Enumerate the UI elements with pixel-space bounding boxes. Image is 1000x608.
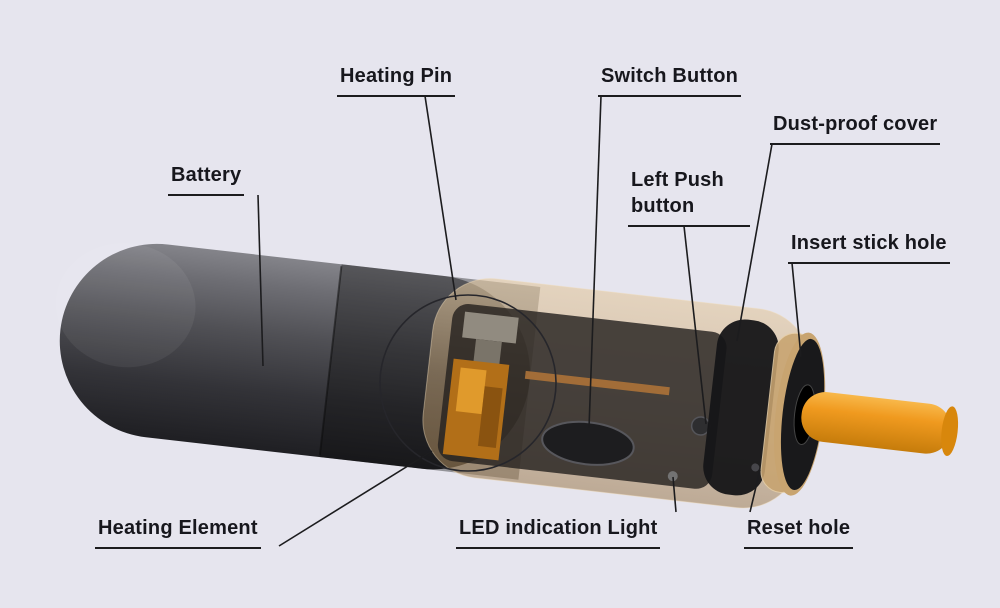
label-heating-pin: Heating Pin xyxy=(337,63,456,97)
switch-button-part xyxy=(541,420,635,466)
inner-cavity xyxy=(437,303,727,489)
leader-led-indication-light xyxy=(672,476,677,513)
heated-tobacco-device xyxy=(55,243,959,509)
label-heating-element: Heating Element xyxy=(95,515,261,549)
battery-body xyxy=(59,243,530,470)
leader-insert-stick-hole xyxy=(791,262,802,358)
body-seam xyxy=(318,266,343,456)
leader-heating-pin xyxy=(424,95,457,301)
cutaway-circle xyxy=(379,294,557,472)
leader-dust-proof-cover xyxy=(736,143,773,342)
label-switch-button: Switch Button xyxy=(598,63,742,97)
tobacco-stick xyxy=(801,392,951,454)
reset-hole-part xyxy=(751,463,760,472)
leader-lines xyxy=(257,95,802,547)
leader-switch-button xyxy=(588,95,602,429)
leader-heating-element xyxy=(278,450,433,547)
heating-pin-part xyxy=(524,370,670,396)
tobacco-stick-tip xyxy=(941,406,959,457)
label-left-push-button: Left Push button xyxy=(628,167,750,227)
led-part xyxy=(667,471,678,482)
front-black-ring xyxy=(703,319,779,496)
label-reset-hole: Reset hole xyxy=(744,515,854,549)
leader-battery xyxy=(257,194,264,367)
label-dust-proof-cover: Dust-proof cover xyxy=(770,111,941,145)
label-insert-stick-hole: Insert stick hole xyxy=(788,230,950,264)
battery-highlight xyxy=(55,243,196,368)
label-battery: Battery xyxy=(168,162,245,196)
leader-left-push-button xyxy=(683,225,707,425)
leader-reset-hole xyxy=(749,469,761,513)
label-led-indication-light: LED indication Light xyxy=(456,515,661,549)
heating-assembly xyxy=(442,311,670,461)
